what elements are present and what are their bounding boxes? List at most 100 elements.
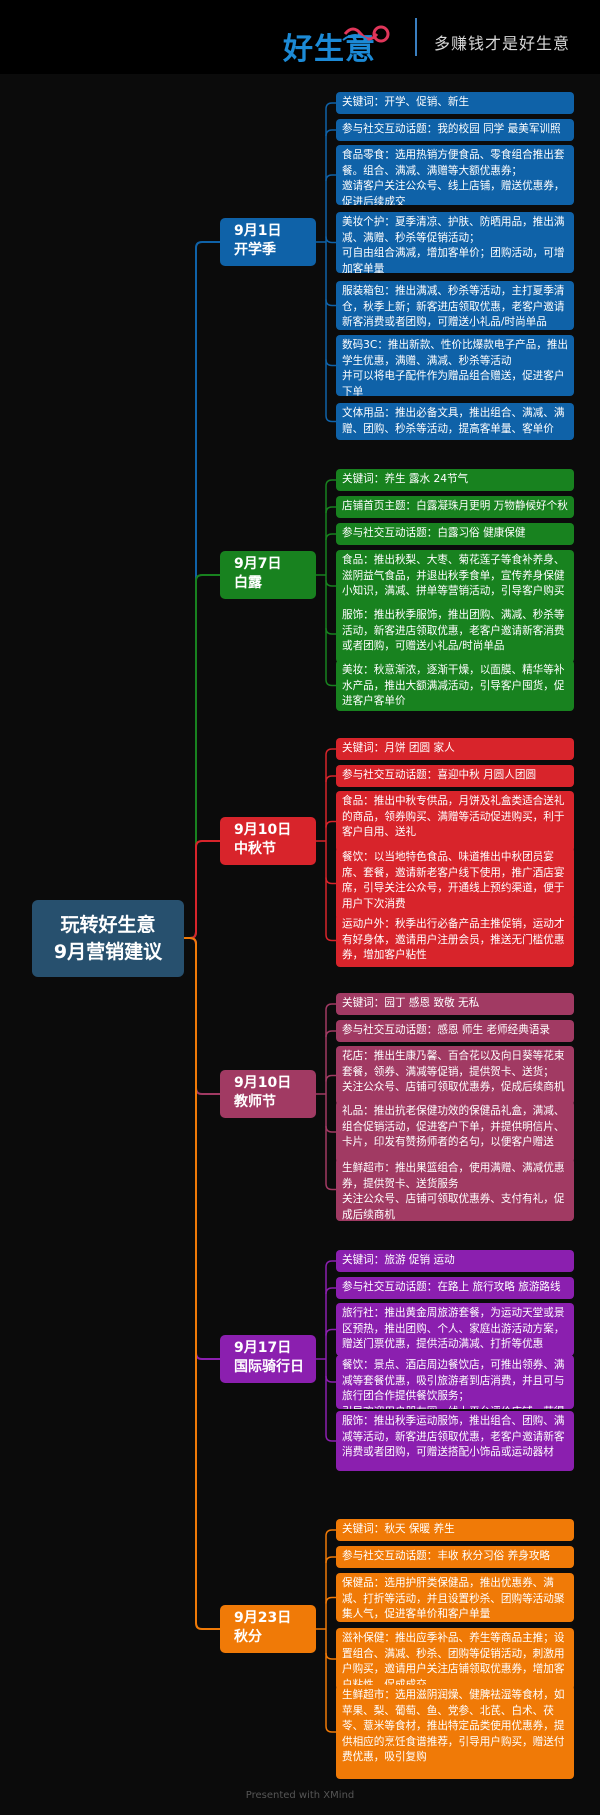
connector-line bbox=[325, 506, 336, 514]
leaf-topic[interactable]: 参与社交互动话题：喜迎中秋 月圆人团圆 bbox=[336, 765, 574, 787]
branch-topic[interactable]: 9月23日秋分 bbox=[220, 1605, 316, 1653]
connector-line bbox=[325, 1556, 336, 1564]
leaf-topic[interactable]: 关键词：养生 露水 24节气 bbox=[336, 469, 574, 491]
connector-line bbox=[325, 102, 336, 110]
leaf-topic[interactable]: 关键词：月饼 团圆 家人 bbox=[336, 738, 574, 760]
connector-line bbox=[325, 820, 336, 828]
leaf-topic[interactable]: 数码3C：推出新款、性价比爆款电子产品，推出学生优惠，满赠、满减、秒杀等活动 并… bbox=[336, 335, 574, 396]
branch-name: 白露 bbox=[234, 575, 262, 591]
connector-line bbox=[325, 775, 336, 783]
connector-line bbox=[325, 1328, 336, 1336]
leaf-topic[interactable]: 店铺首页主题：白露凝珠月更明 万物静候好个秋 bbox=[336, 496, 574, 518]
leaf-topic[interactable]: 花店：推出生康乃馨、百合花以及向日葵等花束套餐，领券、满减等促销，提供贺卡、送货… bbox=[336, 1046, 574, 1105]
connector-line bbox=[325, 679, 336, 687]
connector-line bbox=[325, 479, 336, 487]
branch-date: 9月10日 bbox=[234, 822, 292, 838]
connector-line bbox=[325, 1652, 336, 1660]
connector-line bbox=[325, 934, 336, 942]
leaf-topic[interactable]: 参与社交互动话题：白露习俗 健康保健 bbox=[336, 523, 574, 545]
connector-line bbox=[325, 877, 336, 885]
connector-line bbox=[325, 1725, 336, 1733]
leaf-topic[interactable]: 食品：推出中秋专供品，月饼及礼盒类适合送礼的商品，领券购买、满赠等活动促进购买，… bbox=[336, 791, 574, 852]
connector-line bbox=[325, 1287, 336, 1295]
leaf-topic[interactable]: 服装箱包：推出满减、秒杀等活动，主打夏季清仓，秋季上新；新客进店领取优惠，老客户… bbox=[336, 281, 574, 330]
leaf-topic[interactable]: 生鲜超市：推出果篮组合，使用满赠、满减优惠券，提供贺卡、送货服务 关注公众号、店… bbox=[336, 1158, 574, 1221]
connector-line bbox=[184, 937, 220, 1360]
leaf-topic[interactable]: 参与社交互动话题：在路上 旅行攻略 旅游路线 bbox=[336, 1277, 574, 1299]
connector-line bbox=[325, 129, 336, 137]
root-title-line1: 玩转好生意 bbox=[60, 913, 156, 936]
branch-date: 9月1日 bbox=[234, 223, 282, 239]
connector-line bbox=[325, 1125, 336, 1133]
leaf-topic[interactable]: 关键词：园丁 感恩 致敬 无私 bbox=[336, 993, 574, 1015]
branch-date: 9月17日 bbox=[234, 1340, 292, 1356]
connector-line bbox=[325, 579, 336, 587]
connector-line bbox=[325, 1074, 336, 1082]
connector-line bbox=[184, 574, 220, 939]
footer-credit: Presented with XMind bbox=[245, 1790, 355, 1801]
branch-topic[interactable]: 9月1日开学季 bbox=[220, 218, 316, 266]
connector-line bbox=[325, 1375, 336, 1383]
root-title-line2: 9月营销建议 bbox=[53, 940, 163, 963]
connector-line bbox=[325, 1003, 336, 1011]
branch-topic[interactable]: 9月10日中秋节 bbox=[220, 817, 316, 865]
leaf-topic[interactable]: 滋补保健：推出应季补品、养生等商品主推；设置组合、满减、秒杀、团购等促销活动，刺… bbox=[336, 1628, 574, 1690]
connector-line bbox=[325, 1434, 336, 1442]
branch-name: 开学季 bbox=[234, 242, 276, 258]
connector-line bbox=[325, 299, 336, 307]
branch-name: 国际骑行日 bbox=[234, 1359, 304, 1375]
connector-line bbox=[325, 1596, 336, 1604]
leaf-topic[interactable]: 礼品：推出抗老保健功效的保健品礼盒，满减、组合促销活动，促进客户下单，并提供明信… bbox=[336, 1101, 574, 1163]
connector-line bbox=[325, 533, 336, 541]
connector-line bbox=[184, 840, 220, 939]
connector-line bbox=[325, 415, 336, 423]
header-slogan: 多赚钱才是好生意 bbox=[434, 34, 571, 53]
leaf-topic[interactable]: 保健品：选用护肝类保健品，推出优惠券、满减、打折等活动，并且设置秒杀、团购等活动… bbox=[336, 1573, 574, 1622]
leaf-topic[interactable]: 餐饮：以当地特色食品、味道推出中秋团员宴席、套餐，邀请新老客户线下使用，推广酒店… bbox=[336, 847, 574, 920]
branch-name: 教师节 bbox=[234, 1094, 276, 1110]
leaf-topic[interactable]: 文体用品：推出必备文具，推出组合、满减、满赠、团购、秒杀等活动，提高客单量、客单… bbox=[336, 403, 574, 440]
leaf-topic[interactable]: 参与社交互动话题：丰收 秋分习俗 养身攻略 bbox=[336, 1546, 574, 1568]
connector-line bbox=[325, 748, 336, 756]
connector-line bbox=[184, 937, 220, 1095]
header: 好生意 多赚钱才是好生意 bbox=[0, 0, 600, 74]
leaf-topic[interactable]: 食品零食：选用热销方便食品、零食组合推出套餐。组合、满减、满赠等大额优惠券； 邀… bbox=[336, 145, 574, 205]
branch-topic[interactable]: 9月17日国际骑行日 bbox=[220, 1335, 316, 1383]
root-topic[interactable]: 玩转好生意 9月营销建议 bbox=[32, 900, 184, 977]
connector-line bbox=[325, 1260, 336, 1268]
branch-name: 中秋节 bbox=[234, 841, 276, 857]
leaf-topic[interactable]: 关键词：旅游 促销 运动 bbox=[336, 1250, 574, 1272]
connector-line bbox=[184, 241, 220, 939]
leaf-topic[interactable]: 服饰：推出秋季运动服饰，推出组合、团购、满减等活动，新客进店领取优惠，老客户邀请… bbox=[336, 1411, 574, 1471]
connector-line bbox=[325, 1529, 336, 1537]
branch-topic[interactable]: 9月10日教师节 bbox=[220, 1070, 316, 1118]
branch-topic[interactable]: 9月7日白露 bbox=[220, 551, 316, 599]
connector-line bbox=[184, 937, 220, 1630]
leaf-topic[interactable]: 参与社交互动话题：感恩 师生 老师经典语录 bbox=[336, 1020, 574, 1042]
branch-date: 9月23日 bbox=[234, 1610, 292, 1626]
connector-line bbox=[325, 174, 336, 182]
connector-line bbox=[325, 627, 336, 635]
leaf-topic[interactable]: 关键词：开学、促销、新生 bbox=[336, 92, 574, 114]
connector-line bbox=[325, 236, 336, 244]
leaf-topic[interactable]: 美妆个护：夏季清凉、护肤、防晒用品，推出满减、满赠、秒杀等促销活动； 可自由组合… bbox=[336, 212, 574, 273]
logo-text: 好生意 bbox=[283, 32, 376, 67]
leaf-topic[interactable]: 运动户外：秋季出行必备产品主推促销，运动才有好身体，邀请用户注册会员，推送无门槛… bbox=[336, 914, 574, 967]
connector-line bbox=[325, 1030, 336, 1038]
leaf-topic[interactable]: 参与社交互动话题：我的校园 同学 最美军训照 bbox=[336, 119, 574, 141]
branch-name: 秋分 bbox=[234, 1629, 262, 1645]
header-divider bbox=[415, 18, 417, 56]
connector-line bbox=[325, 1183, 336, 1191]
logo-wave-icon bbox=[342, 25, 390, 43]
logo: 好生意 bbox=[283, 18, 403, 67]
branch-date: 9月7日 bbox=[234, 556, 282, 572]
connector-line bbox=[325, 359, 336, 367]
leaf-topic[interactable]: 服饰：推出秋季服饰，推出团购、满减、秒杀等活动，新客进店领取优惠，老客户邀请新客… bbox=[336, 605, 574, 663]
branch-date: 9月10日 bbox=[234, 1075, 292, 1091]
leaf-topic[interactable]: 旅行社：推出黄金周旅游套餐，为运动天堂或景区预热，推出团购、个人、家庭出游活动方… bbox=[336, 1303, 574, 1356]
leaf-topic[interactable]: 关键词：秋天 保暖 养生 bbox=[336, 1519, 574, 1541]
leaf-topic[interactable]: 美妆：秋意渐浓，逐渐干燥，以面膜、精华等补水产品，推出大额满减活动，引导客户囤货… bbox=[336, 660, 574, 711]
leaf-topic[interactable]: 餐饮：景点、酒店周边餐饮店，可推出领券、满减等套餐优惠，吸引旅游者到店消费，并且… bbox=[336, 1355, 574, 1409]
leaf-topic[interactable]: 生鲜超市：选用滋阴润燥、健脾祛湿等食材，如苹果、梨、葡萄、鱼、党参、北芪、白术、… bbox=[336, 1685, 574, 1779]
